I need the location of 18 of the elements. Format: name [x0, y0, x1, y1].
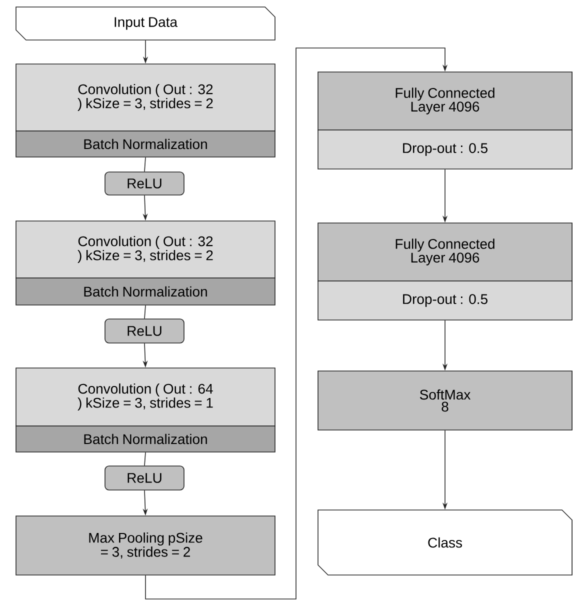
layer-box: Max Pooling pSize = 3, strides = 2 [16, 516, 276, 576]
layer-box: Fully Connected Layer 4096 [318, 72, 572, 130]
activation-box: ReLU [104, 172, 184, 196]
terminal-box: Input Data [16, 6, 276, 40]
layer-box: Convolution ( Out : 64 ) kSize = 3, strides = 1 [16, 368, 276, 426]
dropout-bar: Drop-out : 0.5 [318, 130, 572, 170]
layer-box: SoftMax 8 [318, 370, 572, 430]
layer-box: Fully Connected Layer 4096 [318, 222, 572, 282]
activation-box: ReLU [104, 318, 184, 344]
normalization-bar: Batch Normalization [16, 278, 276, 306]
layer-box: Convolution ( Out : 32 ) kSize = 3, strides = 2 [16, 64, 276, 132]
dropout-bar: Drop-out : 0.5 [318, 280, 572, 320]
terminal-box: Class [318, 510, 572, 576]
normalization-bar: Batch Normalization [16, 426, 276, 452]
normalization-bar: Batch Normalization [16, 130, 276, 158]
arrow [145, 48, 448, 600]
activation-box: ReLU [104, 466, 184, 490]
layer-box: Convolution ( Out : 32 ) kSize = 3, strides = 2 [16, 220, 276, 278]
